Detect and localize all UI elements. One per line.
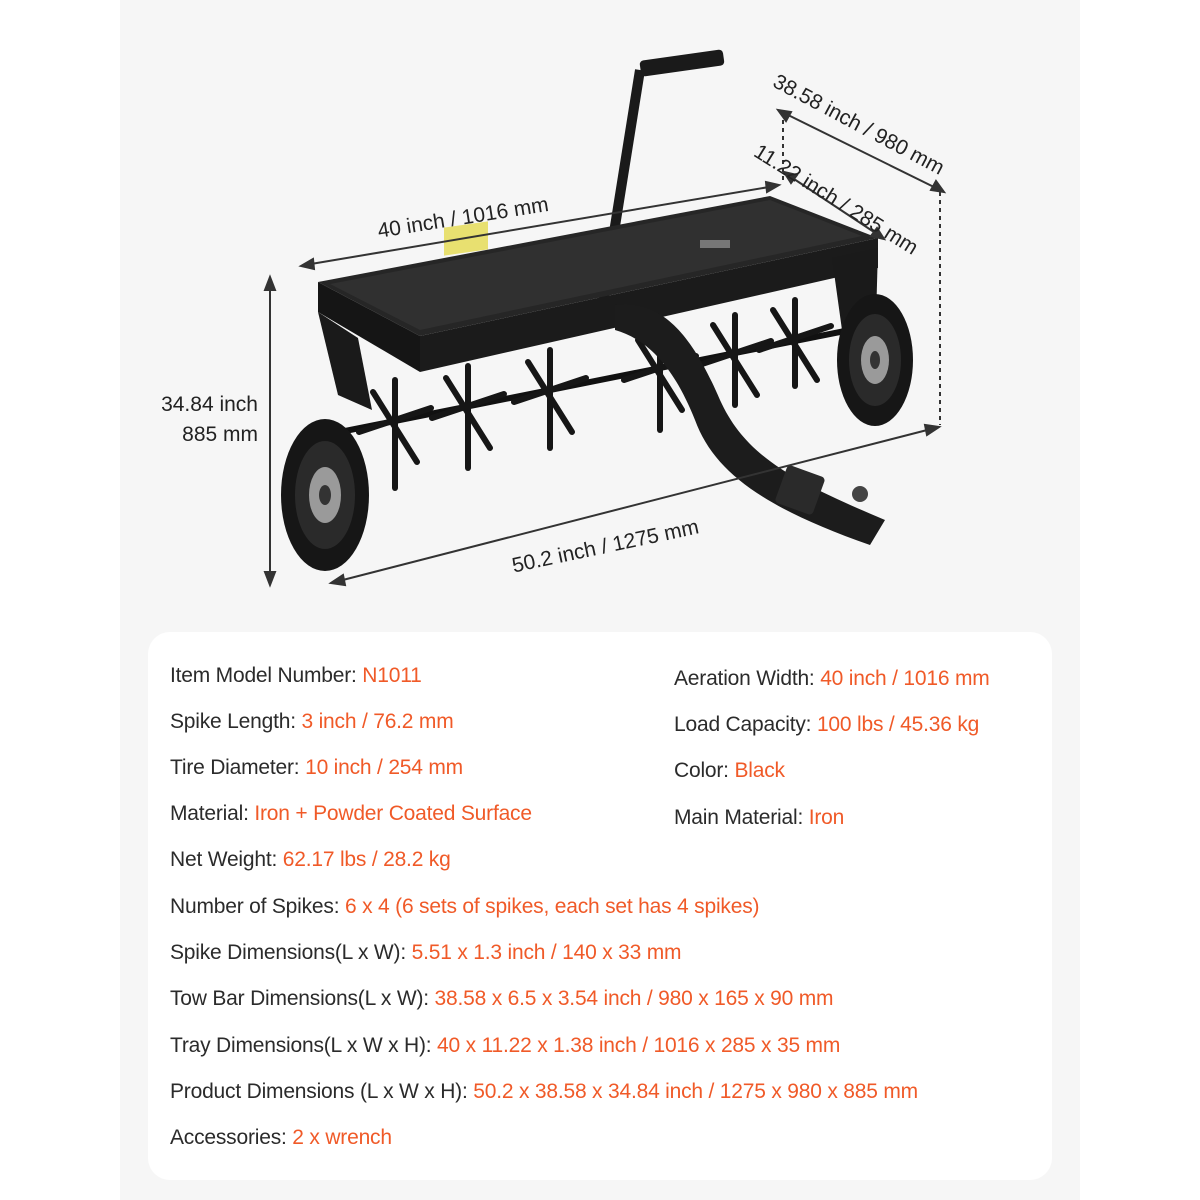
spec-color: Color: Black (674, 759, 785, 782)
aerator-illustration (263, 49, 947, 588)
height-inch-label: 34.84 inch (161, 393, 258, 416)
spec-material: Material: Iron + Powder Coated Surface (170, 802, 532, 825)
spec-main-material: Main Material: Iron (674, 806, 845, 829)
spike-sets (356, 297, 834, 491)
left-wheel (281, 419, 369, 571)
tray (318, 196, 878, 410)
height-dimension-label: 34.84 inch 885 mm (134, 390, 258, 450)
spec-spike-dimensions: Spike Dimensions(L x W): 5.51 x 1.3 inch… (170, 941, 682, 964)
spec-number-of-spikes: Number of Spikes: 6 x 4 (6 sets of spike… (170, 895, 760, 918)
tow-bar (615, 304, 885, 545)
spec-product-dimensions: Product Dimensions (L x W x H): 50.2 x 3… (170, 1080, 918, 1103)
spec-aeration-width: Aeration Width: 40 inch / 1016 mm (674, 667, 990, 690)
spec-tow-bar-dimensions: Tow Bar Dimensions(L x W): 38.58 x 6.5 x… (170, 987, 834, 1010)
spec-tire-diameter: Tire Diameter: 10 inch / 254 mm (170, 756, 463, 779)
spec-model-number: Item Model Number: N1011 (170, 664, 422, 687)
spec-net-weight: Net Weight: 62.17 lbs / 28.2 kg (170, 848, 451, 871)
spec-accessories: Accessories: 2 x wrench (170, 1126, 392, 1149)
dimension-lines (263, 108, 947, 588)
spec-load-capacity: Load Capacity: 100 lbs / 45.36 kg (674, 713, 980, 736)
right-wheel (837, 294, 913, 426)
spec-tray-dimensions: Tray Dimensions(L x W x H): 40 x 11.22 x… (170, 1034, 841, 1057)
spec-spike-length: Spike Length: 3 inch / 76.2 mm (170, 710, 454, 733)
specifications-card (148, 632, 1052, 1180)
height-mm-label: 885 mm (182, 423, 258, 446)
